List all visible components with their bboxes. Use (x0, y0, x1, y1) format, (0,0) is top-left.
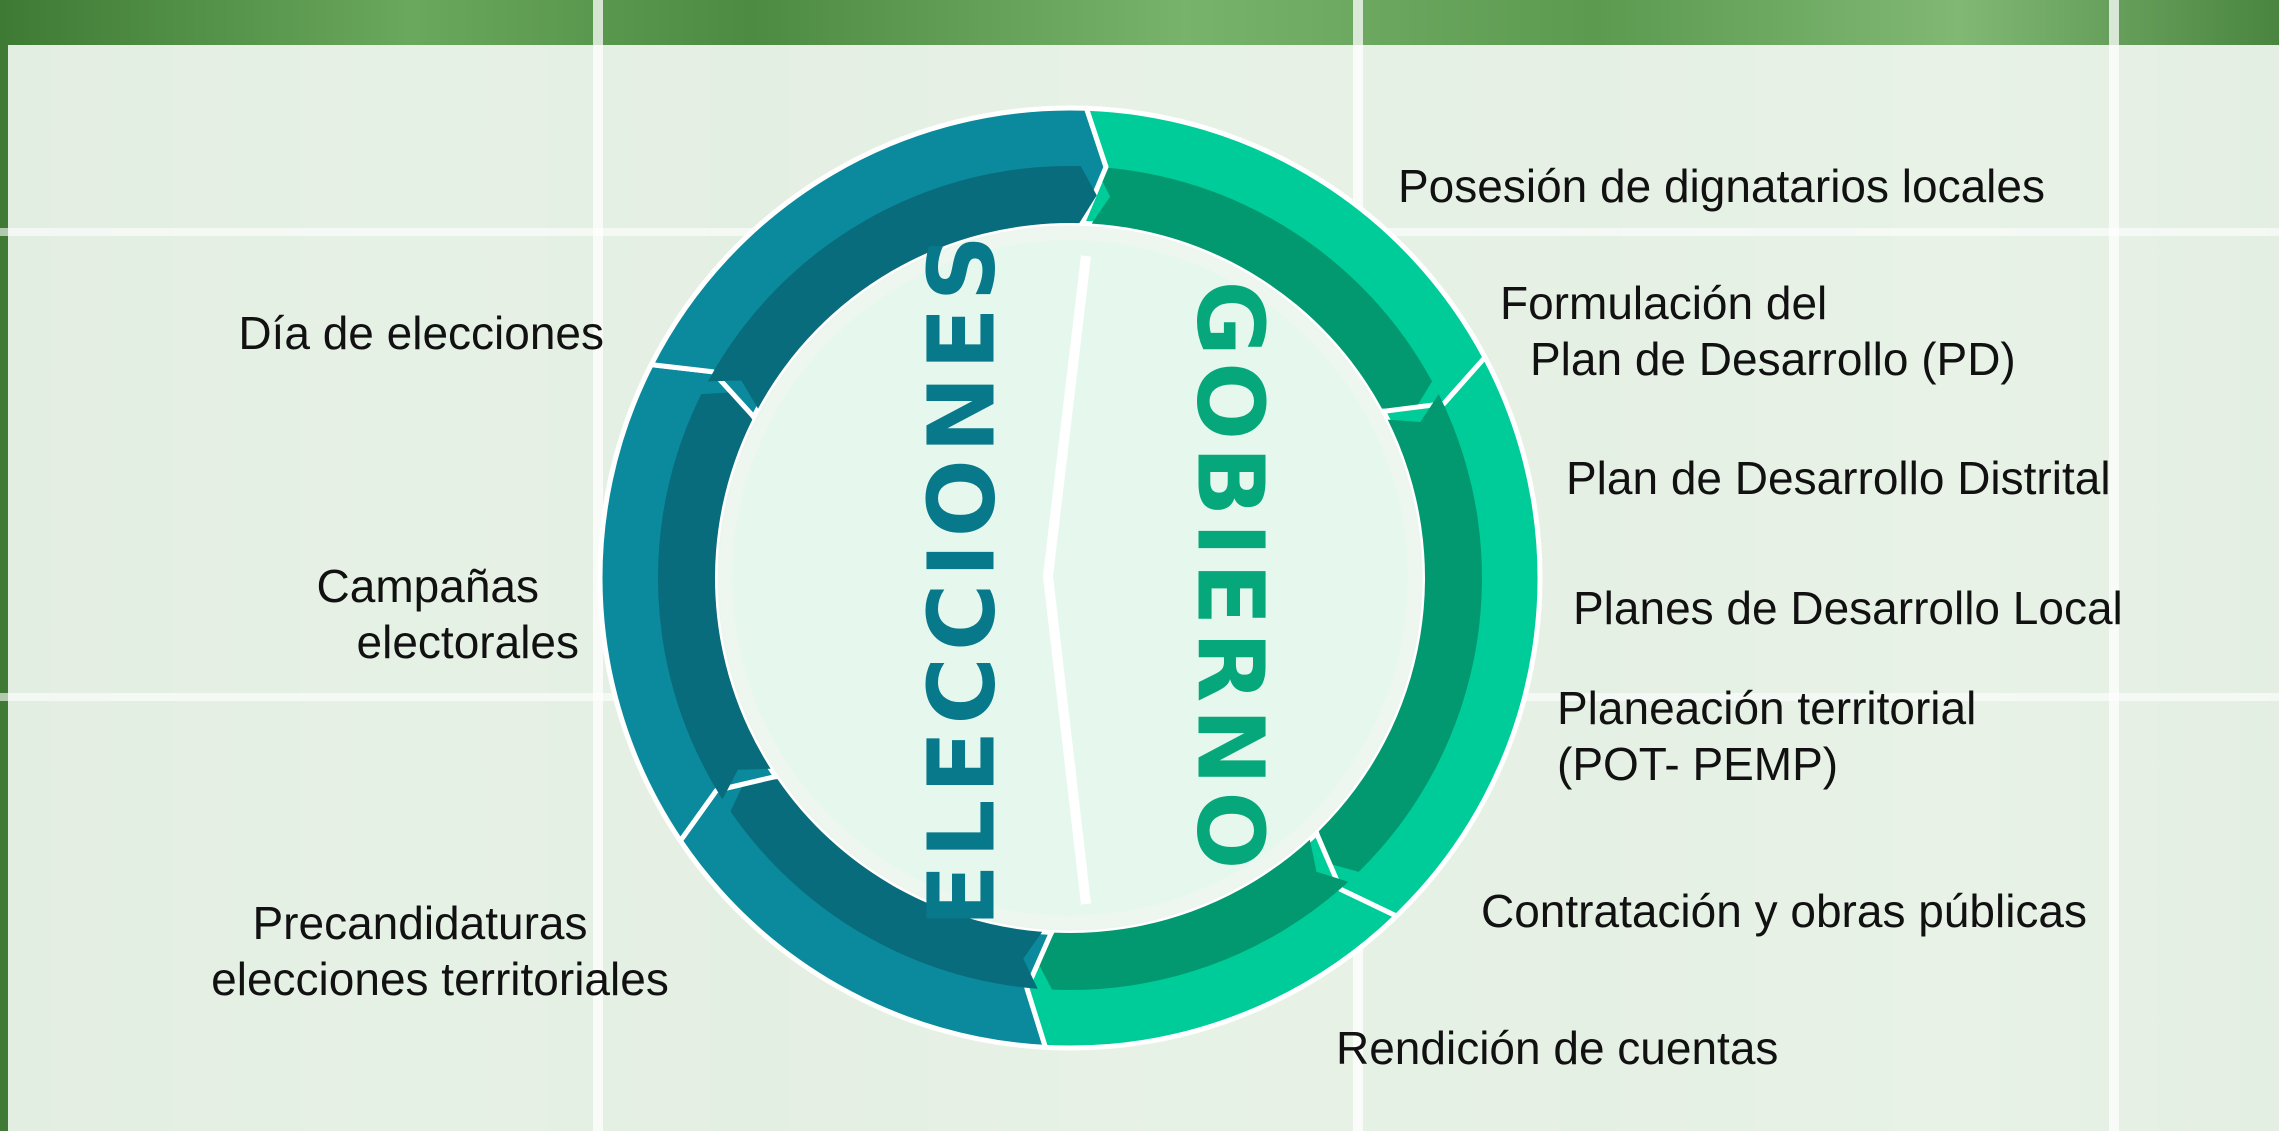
label-plan-distrital: Plan de Desarrollo Distrital (1566, 452, 2111, 504)
gobierno-title: GOBIERNO (1177, 281, 1284, 876)
label-contratacion: Contratación y obras públicas (1481, 885, 2087, 937)
label-formulacion-pd: Formulación del Plan de Desarrollo (PD) (1500, 277, 2016, 385)
segment-planes-inner (1318, 394, 1482, 872)
segment-campanas-inner (658, 392, 771, 800)
label-dia-elecciones: Día de elecciones (238, 307, 604, 359)
elecciones-title: ELECCIONES (908, 229, 1015, 927)
label-posesion: Posesión de dignatarios locales (1398, 160, 2045, 212)
segment-precandidaturas-inner (730, 779, 1043, 989)
segment-dia-elecciones-inner (707, 166, 1097, 409)
segment-rendicion-inner (1036, 839, 1349, 990)
label-planes-local: Planes de Desarrollo Local (1573, 582, 2123, 634)
label-planeacion-territorial: Planeación territorial (POT- PEMP) (1557, 682, 1977, 790)
center-disc (732, 240, 1408, 916)
label-campanas-electorales: Campañas electorales (316, 560, 579, 668)
segment-posesion-inner (1091, 166, 1433, 410)
segment-dia-elecciones (648, 105, 1109, 420)
label-rendicion: Rendición de cuentas (1336, 1022, 1779, 1074)
center-divider (1042, 255, 1091, 905)
label-precandidaturas: Precandidaturas elecciones territoriales (211, 897, 669, 1005)
ring (597, 105, 1543, 1051)
grid-line (2109, 0, 2119, 1131)
